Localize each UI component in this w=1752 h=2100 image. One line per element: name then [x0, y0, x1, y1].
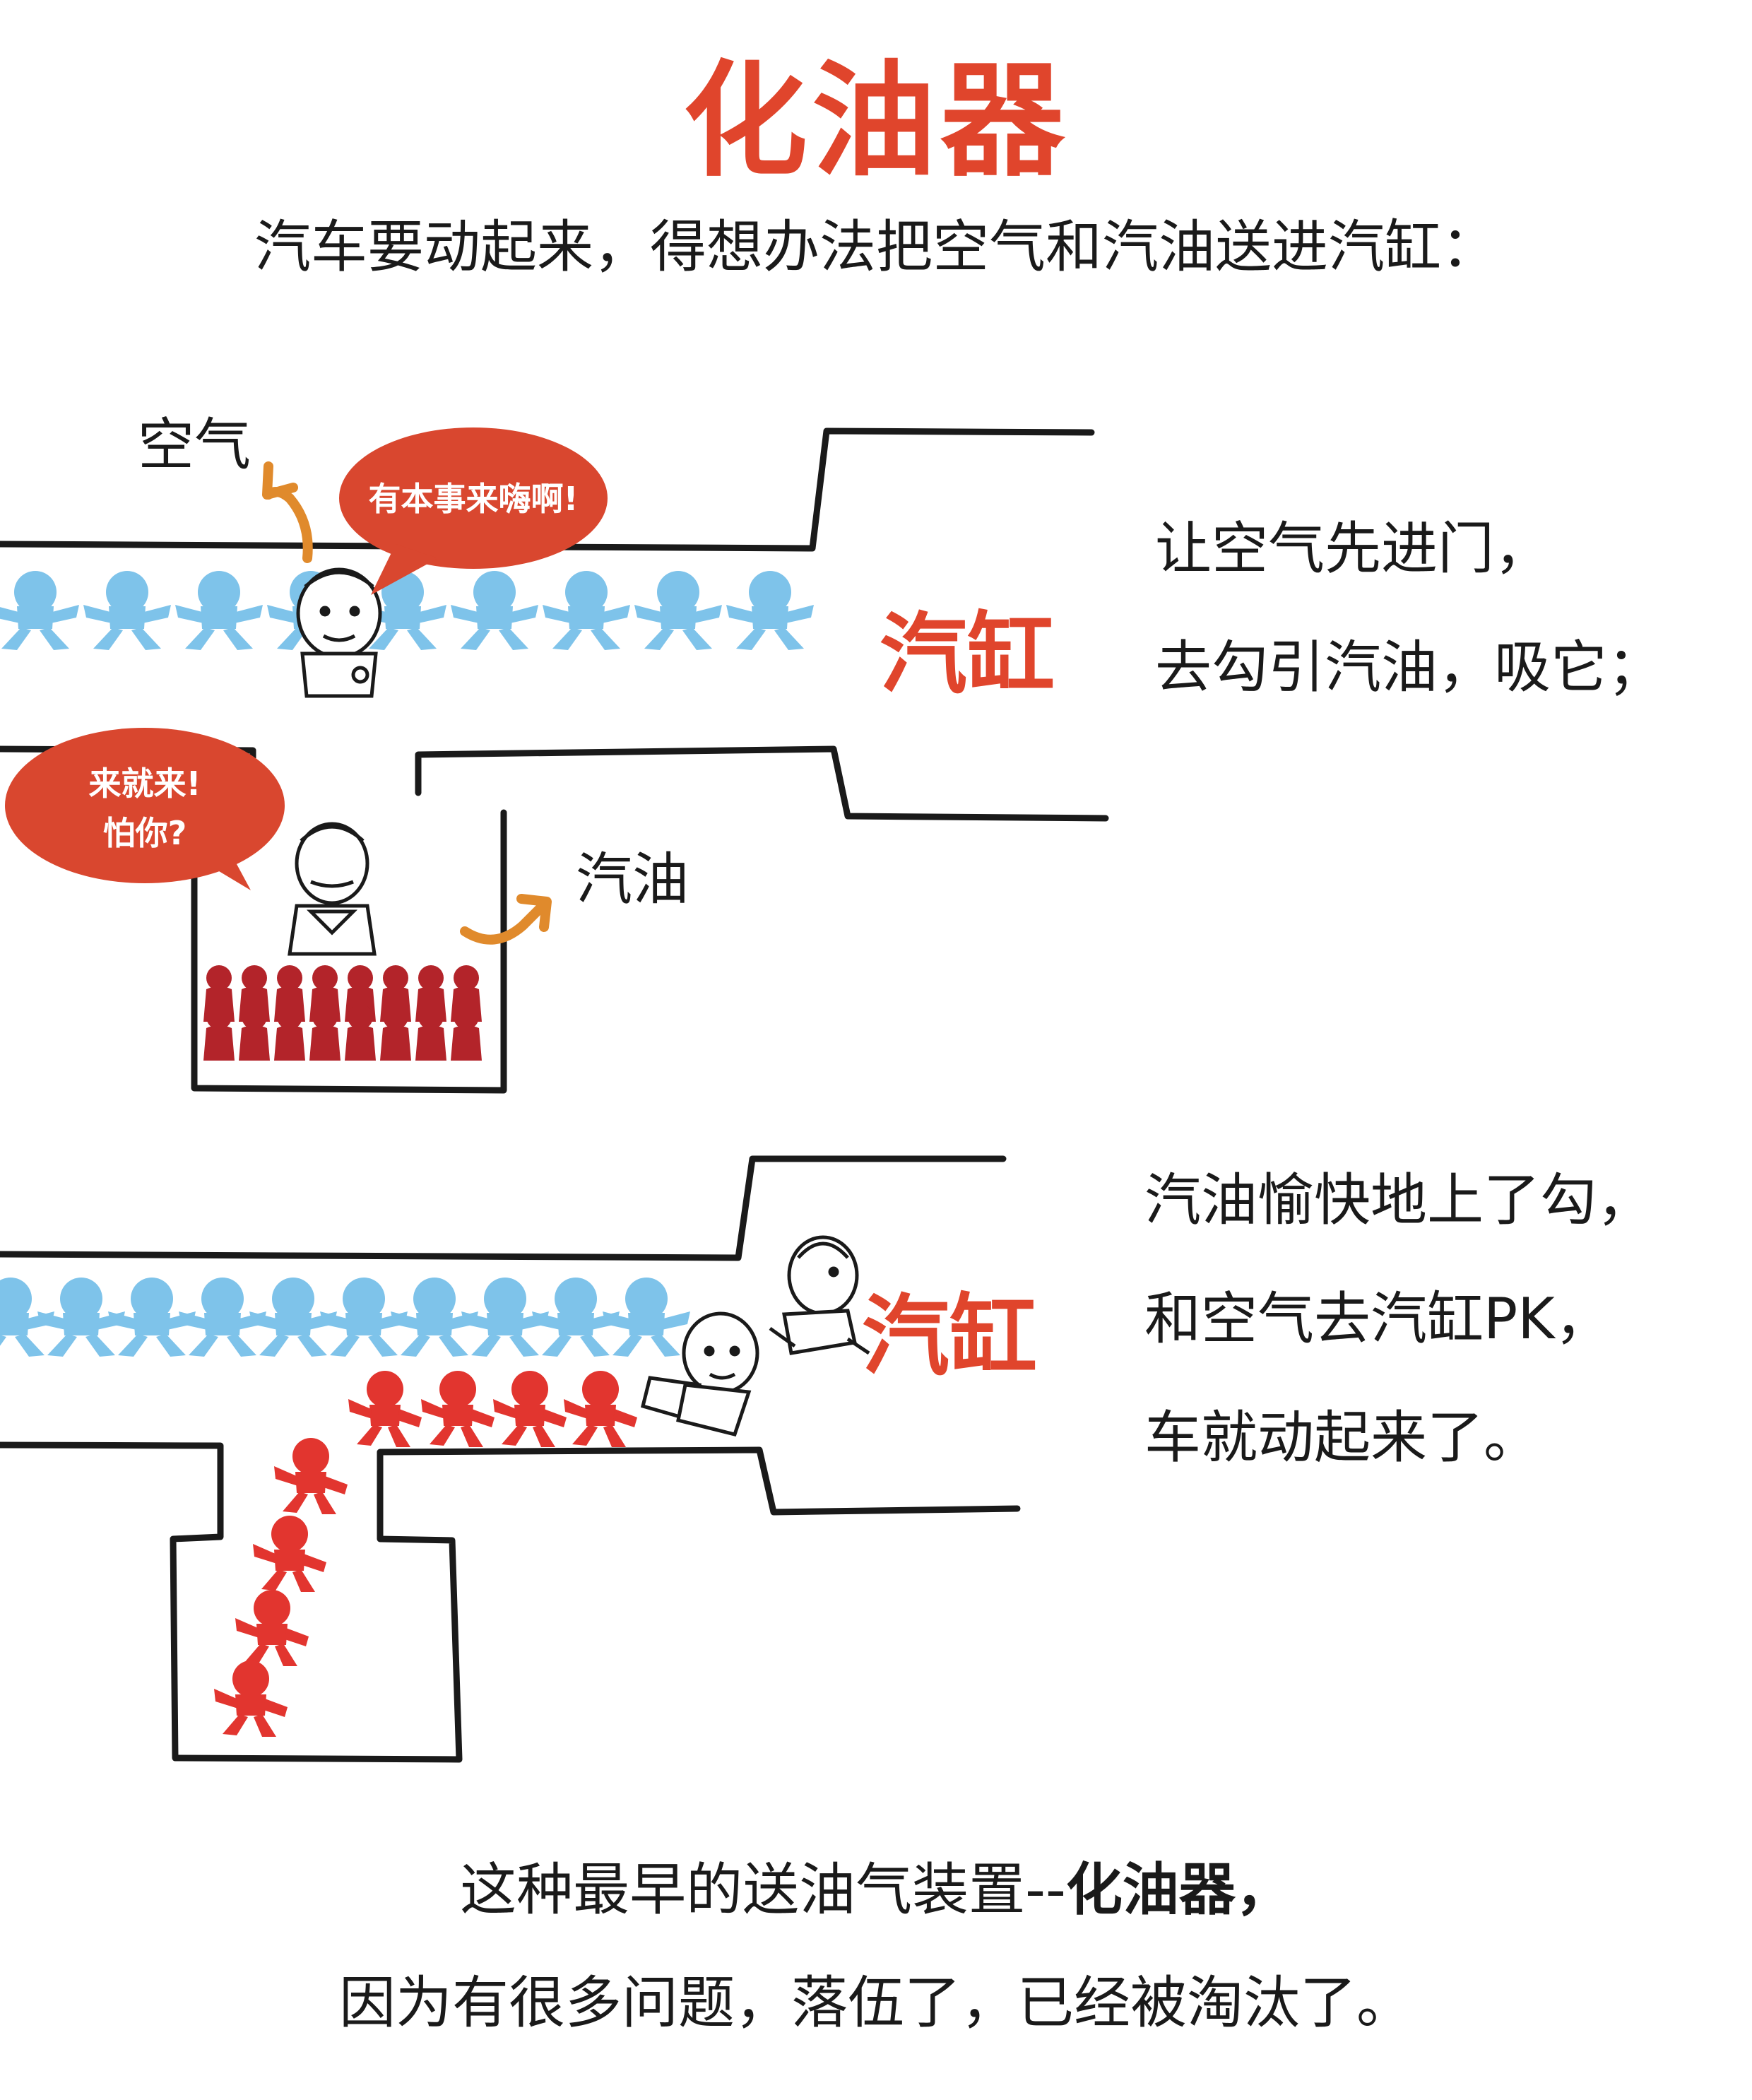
air-figure-icon [543, 571, 630, 650]
air-figures-row [0, 571, 814, 650]
panel2-caption-line: 车就动起来了。 [1144, 1405, 1540, 1470]
air-label: 空气 [138, 412, 251, 478]
swirl-arrow-icon [262, 461, 313, 563]
fuel-figure-icon [380, 1004, 411, 1061]
fuel-figure-icon [274, 1438, 348, 1514]
fuel-figures-chain [214, 1371, 637, 1737]
speech-fuel-line1: 来就来! [89, 765, 201, 803]
intake-pipe-bottom-wall-2 [0, 1441, 1021, 1763]
panel2-caption-line: 汽油愉快地上了勾， [1144, 1167, 1653, 1233]
air-figure-icon [451, 571, 538, 650]
bottom-line-1: 这种最早的送油气装置--化油器， [0, 1844, 1752, 1926]
speech-fuel-line2: 怕你? [103, 814, 187, 852]
cartoon-boy-icon [640, 1311, 759, 1437]
air-figure-icon [83, 571, 171, 650]
fuel-figure-icon [493, 1371, 567, 1447]
bottom-line-1-prefix: 这种最早的送油气装置-- [460, 1857, 1066, 1923]
fuel-figure-icon [253, 1516, 326, 1592]
page-title: 化油器 [682, 49, 1069, 194]
fuel-figure-icon [235, 1590, 309, 1666]
intake-pipe-top-wall-2 [0, 1155, 1007, 1261]
fuel-figure-icon [421, 1371, 495, 1447]
fuel-figure-icon [239, 1004, 270, 1061]
fuel-label: 汽油 [576, 847, 689, 912]
air-figure-icon [634, 571, 722, 650]
panel1-caption: 让空气先进门， 去勾引汽油，吸它； [1155, 490, 1664, 727]
cartoon-boy-icon [296, 567, 382, 698]
fuel-figures-rows [203, 965, 482, 1061]
swirl-arrow-icon [460, 894, 552, 945]
fuel-figure-icon [451, 1004, 482, 1061]
panel1-caption-line: 去勾引汽油，吸它； [1155, 635, 1664, 700]
cylinder-port-wall [415, 745, 1109, 822]
fuel-figure-icon [564, 1371, 637, 1447]
air-figure-icon [0, 571, 79, 650]
cartoon-boy-icon [288, 822, 377, 956]
cylinder-label-2: 汽缸 [862, 1286, 1038, 1388]
air-figure-icon [175, 571, 263, 650]
bottom-line-2: 因为有很多问题，落伍了，已经被淘汰了。 [339, 1970, 1413, 2036]
fuel-figure-icon [345, 1004, 376, 1061]
panel1-caption-line: 让空气先进门， [1155, 516, 1551, 582]
speech-bubble-icon: 来就来! 怕你? [5, 728, 285, 890]
cartoon-boy-icon [769, 1235, 870, 1355]
fuel-figure-icon [309, 1004, 341, 1061]
air-figures-row-2 [0, 1278, 690, 1357]
fuel-figure-icon [348, 1371, 422, 1447]
intro-text: 汽车要动起来，得想办法把空气和汽油送进汽缸： [254, 214, 1498, 280]
fuel-figure-icon [415, 1004, 446, 1061]
fuel-figure-icon [274, 1004, 305, 1061]
float-chamber-wall [191, 798, 507, 1094]
panel2-caption-line: 和空气去汽缸PK， [1144, 1286, 1611, 1352]
air-figure-icon [603, 1278, 690, 1357]
bottom-line-1-bold: 化油器， [1065, 1857, 1292, 1923]
cylinder-label: 汽缸 [880, 604, 1055, 706]
air-figure-icon [726, 571, 814, 650]
fuel-figure-icon [203, 1004, 235, 1061]
speech-air-text: 有本事来嗨啊! [369, 480, 579, 518]
fuel-figure-icon [214, 1660, 288, 1737]
panel2-caption: 汽油愉快地上了勾， 和空气去汽缸PK， 车就动起来了。 [1144, 1141, 1653, 1497]
speech-bubble-icon: 有本事来嗨啊! [339, 427, 608, 595]
